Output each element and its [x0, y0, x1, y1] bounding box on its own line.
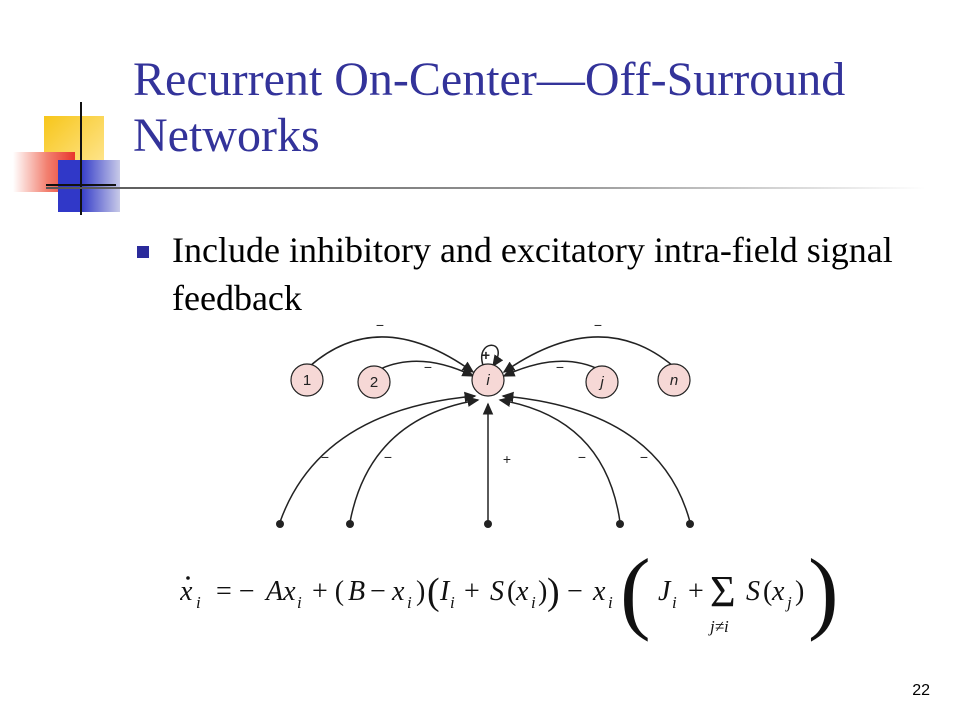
svg-text:i: i [531, 593, 536, 612]
svg-text:−: − [370, 576, 386, 607]
sign-far-right: − [594, 317, 602, 333]
node-label-j: j [598, 374, 604, 391]
bullet-text: Include inhibitory and excitatory intra-… [172, 230, 893, 318]
node-1 [290, 363, 324, 397]
sign-self-loop: + [482, 347, 490, 363]
svg-text:S: S [746, 576, 760, 607]
sign-input-center: + [503, 451, 511, 467]
svg-text:x: x [515, 576, 529, 607]
arc-node2-to-i [377, 360, 475, 377]
input-dot-far-left [276, 520, 284, 528]
svg-text:J: J [658, 576, 672, 607]
svg-text:i: i [608, 593, 613, 612]
input-dot-near-right [616, 520, 624, 528]
deco-vertical-line [80, 102, 82, 215]
sum-subscript: j≠i [708, 617, 729, 636]
input-near-left [349, 396, 480, 523]
svg-text:): ) [538, 576, 547, 607]
dynamics-equation: x i = − Ax i + ( B − x i ) ( I i + S ( x… [180, 540, 839, 642]
svg-text:x: x [391, 576, 405, 607]
svg-text:i: i [407, 593, 412, 612]
svg-text:Ax: Ax [264, 576, 296, 607]
input-near-right [498, 396, 621, 523]
svg-text:x: x [771, 576, 785, 607]
svg-text:(: ( [427, 571, 440, 613]
node-n [657, 363, 691, 397]
sign-input-far-left: − [321, 449, 329, 465]
svg-text:x: x [592, 576, 606, 607]
svg-text:(: ( [763, 576, 772, 607]
arc-nodej-to-i [502, 360, 601, 377]
deco-horizontal-line [46, 184, 116, 186]
input-far-right [501, 391, 691, 523]
node-i [471, 363, 505, 397]
input-dot-center [484, 520, 492, 528]
svg-text:= −: = − [216, 576, 255, 607]
svg-text:j: j [785, 593, 792, 612]
svg-text:B: B [348, 576, 365, 607]
sign-input-far-right: − [640, 449, 648, 465]
svg-text:): ) [416, 576, 425, 607]
input-dot-near-left [346, 520, 354, 528]
svg-text:i: i [297, 593, 302, 612]
slide-title: Recurrent On-Center—Off-Surround Network… [133, 53, 846, 162]
sign-far-left: − [376, 317, 384, 333]
sign-input-near-right: − [578, 449, 586, 465]
network-diagram: 1 2 i j n + − − − − − − + − − [276, 317, 694, 528]
svg-text:+: + [688, 576, 704, 607]
sign-near-left: − [424, 359, 432, 375]
deco-blue-square [58, 160, 120, 212]
svg-text:+ (: + ( [312, 576, 344, 607]
svg-text:(: ( [620, 540, 651, 642]
node-label-1: 1 [303, 372, 311, 389]
arc-node1-to-i [309, 336, 475, 373]
self-loop [481, 344, 504, 369]
node-j [585, 365, 619, 399]
svg-text:): ) [795, 576, 804, 607]
input-dot-far-right [686, 520, 694, 528]
svg-text:Σ: Σ [710, 567, 736, 616]
arc-noden-to-i [502, 336, 674, 373]
svg-text:i: i [196, 593, 201, 612]
svg-text:i: i [450, 593, 455, 612]
svg-text:(: ( [507, 576, 516, 607]
svg-text:I: I [439, 576, 451, 607]
slide-number: 22 [912, 682, 930, 699]
node-label-2: 2 [370, 374, 378, 391]
svg-text:i: i [672, 593, 677, 612]
svg-text:x: x [180, 576, 193, 607]
svg-text:+: + [464, 576, 480, 607]
title-divider [46, 187, 926, 189]
svg-text:−: − [567, 576, 583, 607]
svg-text:S: S [490, 576, 504, 607]
sign-input-near-left: − [384, 449, 392, 465]
bullet-marker [137, 246, 149, 258]
node-label-i: i [486, 372, 490, 389]
sign-near-right: − [556, 359, 564, 375]
node-2 [357, 365, 391, 399]
svg-text:): ) [808, 540, 839, 642]
node-label-n: n [670, 372, 678, 389]
input-far-left [279, 391, 477, 523]
svg-text:): ) [547, 571, 560, 613]
